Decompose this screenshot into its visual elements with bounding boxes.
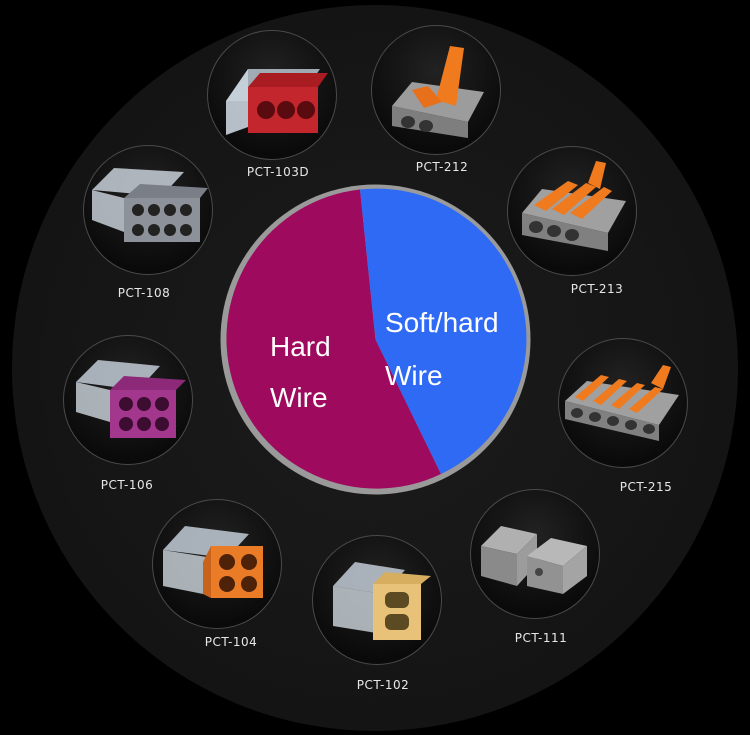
connector-8-hole-grey-icon bbox=[92, 168, 208, 242]
connector-pct-213 bbox=[507, 146, 637, 276]
grey-block-connector-icon bbox=[481, 526, 587, 594]
connector-pct-103d bbox=[207, 30, 337, 160]
lever-connector-3-orange-icon bbox=[522, 161, 626, 251]
pct-106-label: PCT-106 bbox=[100, 478, 154, 492]
pct-104-label: PCT-104 bbox=[204, 635, 258, 649]
connector-pct-102 bbox=[312, 535, 442, 665]
connector-3-hole-red-icon bbox=[226, 69, 328, 135]
connector-2-hole-yellow-icon bbox=[333, 562, 431, 640]
hard-wire-label-line2: Wire bbox=[270, 382, 328, 413]
wire-type-pie bbox=[219, 183, 532, 496]
pct-111-label: PCT-111 bbox=[514, 631, 568, 645]
connector-pct-111 bbox=[470, 489, 600, 619]
connector-6-hole-purple-icon bbox=[76, 360, 186, 438]
pct-108-label: PCT-108 bbox=[117, 286, 171, 300]
hard-wire-label-line1: Hard bbox=[270, 331, 331, 362]
hard-wire-slice bbox=[226, 189, 441, 489]
connector-pct-108 bbox=[83, 145, 213, 275]
soft-hard-wire-slice bbox=[360, 188, 527, 474]
pct-102-label: PCT-102 bbox=[356, 678, 410, 692]
connector-pct-106 bbox=[63, 335, 193, 465]
connector-pct-104 bbox=[152, 499, 282, 629]
connector-pct-215 bbox=[558, 338, 688, 468]
pct-212-label: PCT-212 bbox=[415, 160, 469, 174]
lever-connector-2-orange-icon bbox=[392, 46, 484, 138]
pct-103d-label: PCT-103D bbox=[246, 165, 310, 179]
pct-215-label: PCT-215 bbox=[619, 480, 673, 494]
soft-wire-label-line2: Wire bbox=[385, 360, 443, 391]
lever-connector-5-orange-icon bbox=[565, 365, 679, 441]
soft-wire-label-line1: Soft/hard bbox=[385, 307, 499, 338]
connector-4-hole-orange-icon bbox=[163, 526, 263, 598]
connector-pct-212 bbox=[371, 25, 501, 155]
pct-213-label: PCT-213 bbox=[570, 282, 624, 296]
